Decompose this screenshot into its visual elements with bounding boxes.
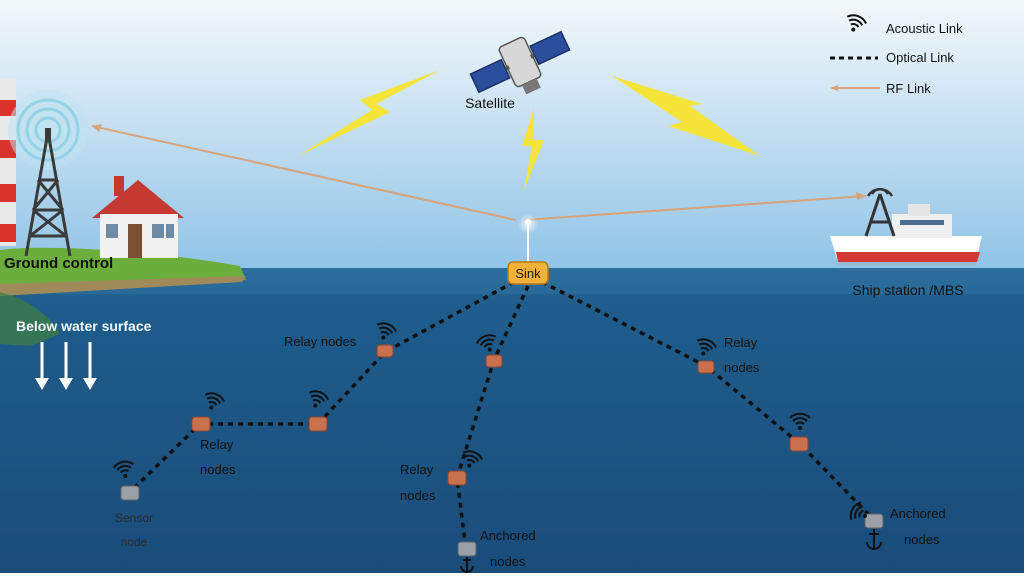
sink-node — [507, 261, 549, 285]
optical-path-right — [541, 280, 876, 522]
relay-node — [789, 436, 809, 452]
relay-node — [191, 416, 211, 432]
ship-station-label: Ship station /MBS — [852, 282, 963, 298]
optical-path-mid — [455, 285, 530, 551]
lightning-center-icon — [522, 108, 544, 190]
node-labels: Relay nodes Relay nodes Relay nodes Rela… — [200, 334, 946, 569]
acoustic-wave-icon — [376, 322, 397, 340]
below-water-label: Below water surface — [16, 318, 152, 334]
satellite-icon — [469, 30, 571, 95]
bottom-border — [0, 573, 1024, 577]
legend-acoustic-label: Acoustic Link — [886, 21, 963, 36]
rf-link-ship — [523, 195, 867, 221]
sensor-node — [120, 485, 140, 501]
rf-links — [91, 124, 867, 221]
anchored-right-label-1: Anchored — [890, 506, 946, 521]
acoustic-wave-icon — [204, 392, 225, 410]
acoustic-wave-icon — [112, 460, 135, 478]
sink-antenna — [518, 214, 538, 262]
anchor-icon — [866, 529, 882, 550]
legend-rf-label: RF Link — [886, 81, 931, 96]
relay-node — [697, 360, 715, 374]
acoustic-wave-icon — [849, 501, 867, 520]
ship-icon — [830, 187, 982, 265]
legend: Acoustic Link Optical Link RF Link — [830, 14, 963, 96]
sensor-label-2: node — [121, 535, 148, 549]
lightning-right-icon — [612, 76, 760, 156]
acoustic-wave-icon — [789, 412, 811, 430]
lighthouse — [0, 78, 16, 246]
relay-node — [485, 354, 503, 368]
rf-link-ground — [91, 125, 517, 221]
anchored-right-label-2: nodes — [904, 532, 940, 547]
ground-control-label: Ground control — [4, 255, 113, 272]
acoustic-wave-icon — [308, 390, 329, 408]
anchor-icon — [460, 557, 474, 573]
down-arrows — [35, 342, 97, 390]
relay-nodes-top-label: Relay nodes — [284, 334, 357, 349]
relay-mid-label-1: Relay — [400, 462, 434, 477]
relay-left-label-1: Relay — [200, 437, 234, 452]
relay-node — [447, 470, 467, 486]
legend-optical-label: Optical Link — [886, 50, 954, 65]
sea-background — [0, 268, 1024, 573]
tower-icon — [8, 90, 88, 257]
satellite-label: Satellite — [465, 95, 515, 111]
relay-left-label-2: nodes — [200, 462, 236, 477]
acoustic-wave-icon — [696, 338, 717, 356]
acoustic-wave-icon — [462, 450, 483, 468]
anchored-node — [864, 513, 884, 529]
relay-node — [376, 344, 394, 358]
anchored-node — [457, 541, 477, 557]
sink-label: Sink — [515, 266, 541, 281]
anchored-mid-label-1: Anchored — [480, 528, 536, 543]
acoustic-wave-icon — [476, 334, 497, 352]
relay-right-label-1: Relay — [724, 335, 758, 350]
anchored-mid-label-2: nodes — [490, 554, 526, 569]
optical-links — [128, 280, 876, 551]
relay-node — [308, 416, 328, 432]
relay-mid-label-2: nodes — [400, 488, 436, 503]
legend-rf-arrow — [830, 85, 838, 91]
sensor-label-1: Sensor — [115, 511, 153, 525]
legend-acoustic-icon — [846, 14, 867, 32]
lightning-left-icon — [298, 70, 440, 156]
house-icon — [92, 176, 184, 258]
relay-right-label-2: nodes — [724, 360, 760, 375]
ground-island — [0, 247, 246, 346]
